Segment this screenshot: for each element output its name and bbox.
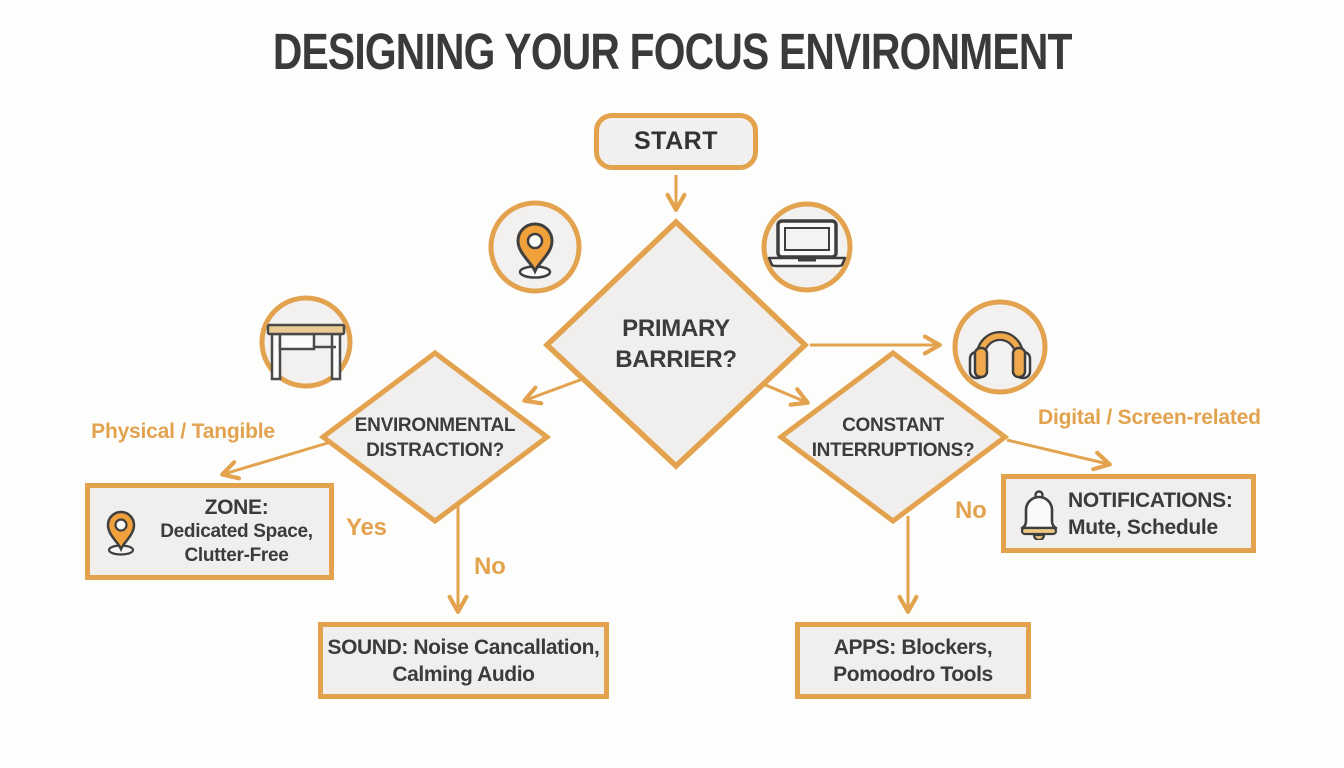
headphones-circle bbox=[952, 299, 1048, 395]
page-title: DESIGNING YOUR FOCUS ENVIRONMENT bbox=[272, 23, 1073, 80]
zone-outcome-text: ZONE: Dedicated Space, Clutter-Free bbox=[160, 495, 313, 566]
branch-label-digital: Digital / Screen-related bbox=[1038, 406, 1261, 429]
location-pin-icon bbox=[516, 222, 554, 279]
bell-icon-wrap bbox=[1006, 488, 1068, 540]
desk-icon bbox=[266, 323, 346, 381]
location-pin-icon bbox=[106, 510, 136, 556]
start-node: START bbox=[594, 113, 758, 170]
notifications-outcome-text: NOTIFICATIONS: Mute, Schedule bbox=[1068, 488, 1233, 539]
zone-outcome-box: ZONE: Dedicated Space, Clutter-Free bbox=[85, 483, 334, 580]
primary-barrier-label: PRIMARY BARRIER? bbox=[615, 315, 737, 373]
bell-icon bbox=[1020, 489, 1058, 540]
arrow-environmental-to-zone bbox=[220, 440, 332, 481]
constant-interruptions-label: CONSTANT INTERRUPTIONS? bbox=[811, 415, 975, 461]
branch-label-no-right: No bbox=[955, 497, 987, 524]
sound-outcome-text: SOUND: Noise Cancallation, Calming Audio bbox=[327, 635, 600, 686]
constant-interruptions-diamond bbox=[776, 349, 1010, 525]
notifications-outcome-box: NOTIFICATIONS: Mute, Schedule bbox=[1001, 474, 1256, 553]
primary-barrier-diamond bbox=[542, 218, 810, 470]
branch-label-physical: Physical / Tangible bbox=[91, 420, 275, 443]
environmental-distraction-diamond bbox=[318, 349, 552, 525]
environmental-distraction-label: ENVIRONMENTAL DISTRACTION? bbox=[354, 415, 516, 461]
arrow-interruptions-to-notifications bbox=[1006, 438, 1112, 472]
branch-label-yes: Yes bbox=[346, 514, 387, 541]
branch-label-no-left: No bbox=[474, 553, 506, 580]
arrow-primary-to-environmental bbox=[522, 375, 589, 406]
start-label: START bbox=[634, 127, 718, 155]
zone-pin-icon-wrap bbox=[90, 507, 152, 557]
sound-outcome-box: SOUND: Noise Cancallation, Calming Audio bbox=[318, 622, 609, 699]
apps-outcome-text: APPS: Blockers, Pomoodro Tools bbox=[833, 635, 993, 686]
headphones-icon bbox=[968, 331, 1032, 380]
page-title-wrap: DESIGNING YOUR FOCUS ENVIRONMENT bbox=[0, 22, 1344, 81]
laptop-icon bbox=[767, 219, 847, 268]
apps-outcome-box: APPS: Blockers, Pomoodro Tools bbox=[795, 622, 1031, 699]
